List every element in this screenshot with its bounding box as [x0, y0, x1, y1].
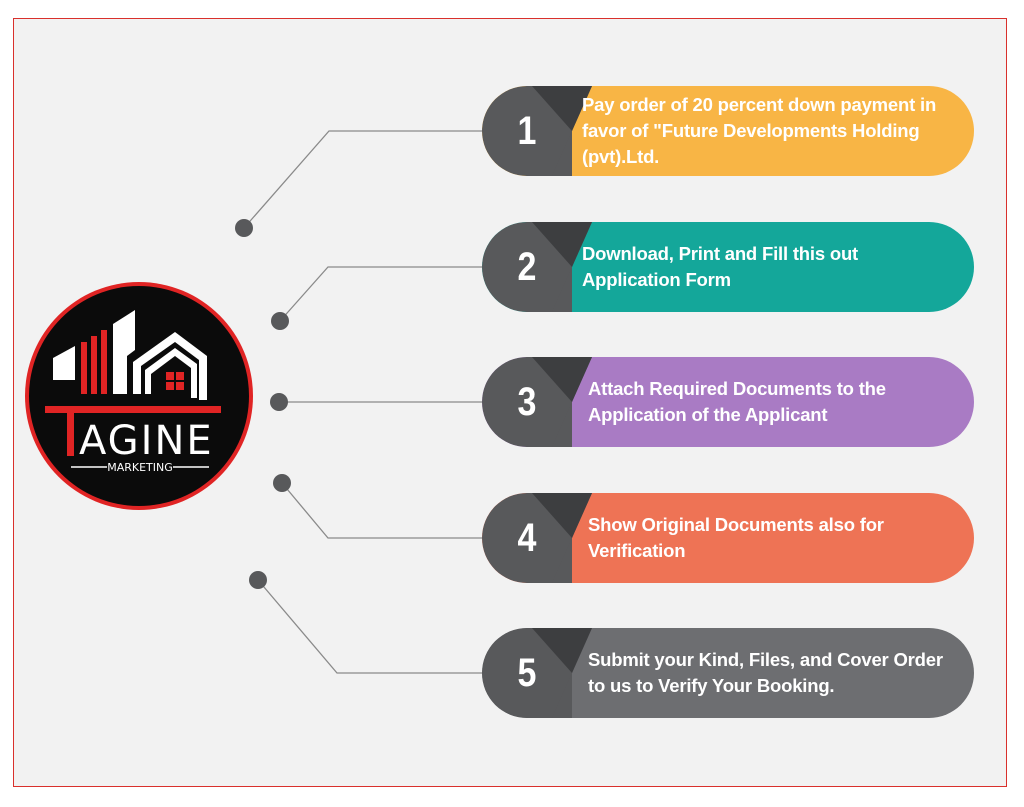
connector-dot-4: [273, 474, 291, 492]
fold-shape: [532, 222, 592, 312]
step-number: 1: [517, 108, 537, 153]
fold-shape: [532, 628, 592, 718]
step-2: 2 Download, Print and Fill this out Appl…: [482, 222, 974, 312]
step-number: 3: [517, 379, 537, 424]
step-4: 4 Show Original Documents also for Verif…: [482, 493, 974, 583]
step-number: 2: [517, 244, 537, 289]
fold-shape: [532, 493, 592, 583]
step-3: 3 Attach Required Documents to the Appli…: [482, 357, 974, 447]
connector-dot-5: [249, 571, 267, 589]
step-5: 5 Submit your Kind, Files, and Cover Ord…: [482, 628, 974, 718]
tagine-logo: AGINE MARKETING: [25, 282, 253, 510]
step-number: 4: [517, 515, 537, 560]
step-number: 5: [517, 650, 537, 695]
step-1: 1 Pay order of 20 percent down payment i…: [482, 86, 974, 176]
connector-1: [243, 130, 485, 229]
logo-brand-text: AGINE: [79, 418, 214, 464]
connector-dot-3: [270, 393, 288, 411]
connector-dot-1: [235, 219, 253, 237]
connector-4: [281, 482, 485, 539]
step-text: Download, Print and Fill this out Applic…: [582, 243, 859, 290]
step-text: Show Original Documents also for Verific…: [588, 514, 884, 561]
connector-dot-2: [271, 312, 289, 330]
step-text: Attach Required Documents to the Applica…: [588, 378, 886, 425]
step-text: Pay order of 20 percent down payment in …: [582, 94, 937, 167]
logo-tagline-text: MARKETING: [107, 461, 173, 474]
connector-5: [257, 579, 485, 674]
fold-shape: [532, 357, 592, 447]
building-icon: [45, 310, 221, 456]
connector-2: [279, 266, 485, 322]
fold-shape: [532, 86, 592, 176]
step-text: Submit your Kind, Files, and Cover Order…: [588, 649, 943, 696]
